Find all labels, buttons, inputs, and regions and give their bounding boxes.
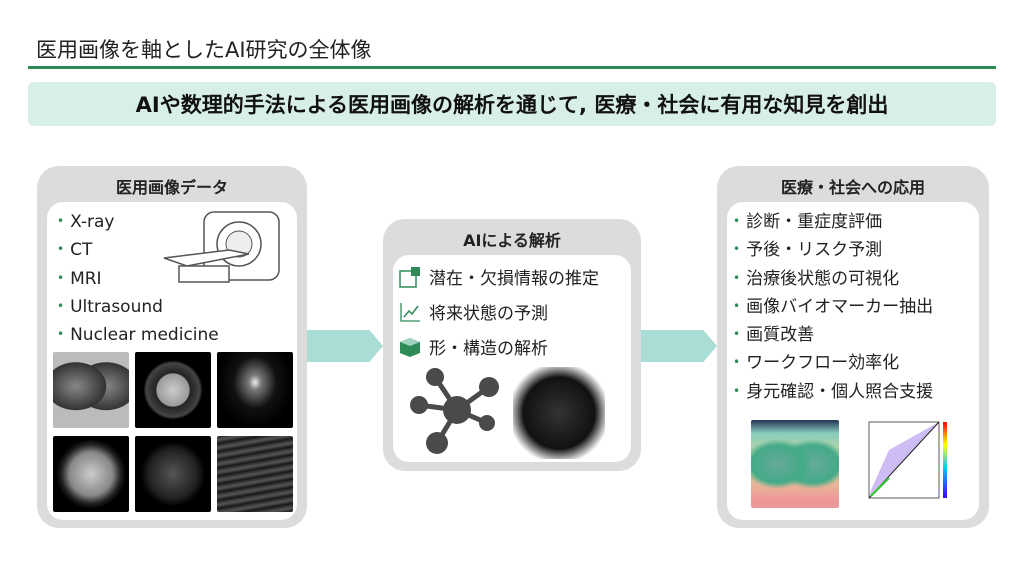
ultrasound-image <box>217 436 293 512</box>
application-panel: 医療・社会への応用 •診断・重症度評価 •予後・リスク予測 •治療後状態の可視化… <box>717 166 989 528</box>
summary-banner: AIや数理的手法による医用画像の解析を通じて, 医療・社会に有用な知見を創出 <box>28 82 996 126</box>
analysis-item: 形・構造の解析 <box>399 329 599 364</box>
panel-heading: AIによる解析 <box>463 231 561 250</box>
trend-chart-icon <box>400 302 420 322</box>
xray-image <box>53 352 129 428</box>
mra-brain-image <box>135 436 211 512</box>
ct-scanner-icon <box>163 211 280 283</box>
list-item: •Nuclear medicine <box>57 324 219 345</box>
list-item: •治療後状態の可視化 <box>733 268 900 289</box>
list-item: •Ultrasound <box>57 296 163 317</box>
angiography-image <box>217 352 293 428</box>
list-item: •画像バイオマーカー抽出 <box>733 296 934 317</box>
analysis-item: 将来状態の予測 <box>399 294 599 329</box>
cube-icon <box>400 337 420 357</box>
list-item: •身元確認・個人照合支援 <box>733 381 934 402</box>
mri-brain-image <box>53 436 129 512</box>
list-item: •診断・重症度評価 <box>733 211 883 232</box>
flow-arrow <box>641 330 717 362</box>
list-item: •ワークフロー効率化 <box>733 353 900 373</box>
ct-image <box>135 352 211 428</box>
modality-list: •X-ray •CT •MRI •Ultrasound •Nuclear med… <box>57 208 219 349</box>
heatmap-xray-image <box>751 420 839 508</box>
title-divider <box>28 66 996 69</box>
panel-heading: 医療・社会への応用 <box>780 178 925 197</box>
network-icon <box>410 368 499 454</box>
list-item: •CT <box>57 240 93 260</box>
application-list: •診断・重症度評価 •予後・リスク予測 •治療後状態の可視化 •画像バイオマーカ… <box>733 208 933 406</box>
list-item: •MRI <box>57 268 102 289</box>
medical-image-data-panel: 医用画像データ •X-ray •CT •MRI •Ultrasound •Nuc… <box>37 166 307 528</box>
scatter-plot-image <box>868 421 947 499</box>
puzzle-icon <box>399 266 420 288</box>
panel-heading: 医用画像データ <box>115 178 228 197</box>
list-item: •X-ray <box>57 211 115 232</box>
gpu-workstation-photo <box>513 367 605 459</box>
slide-title: 医用画像を軸としたAI研究の全体像 <box>36 38 372 62</box>
list-item: •予後・リスク予測 <box>733 240 883 260</box>
flow-arrow <box>307 330 383 362</box>
analysis-item: 潜在・欠損情報の推定 <box>399 259 599 294</box>
list-item: •画質改善 <box>733 324 815 345</box>
ai-analysis-panel: AIによる解析 潜在・欠損情報の推定 将来状態の予測 形・構造の解析 <box>383 219 641 471</box>
